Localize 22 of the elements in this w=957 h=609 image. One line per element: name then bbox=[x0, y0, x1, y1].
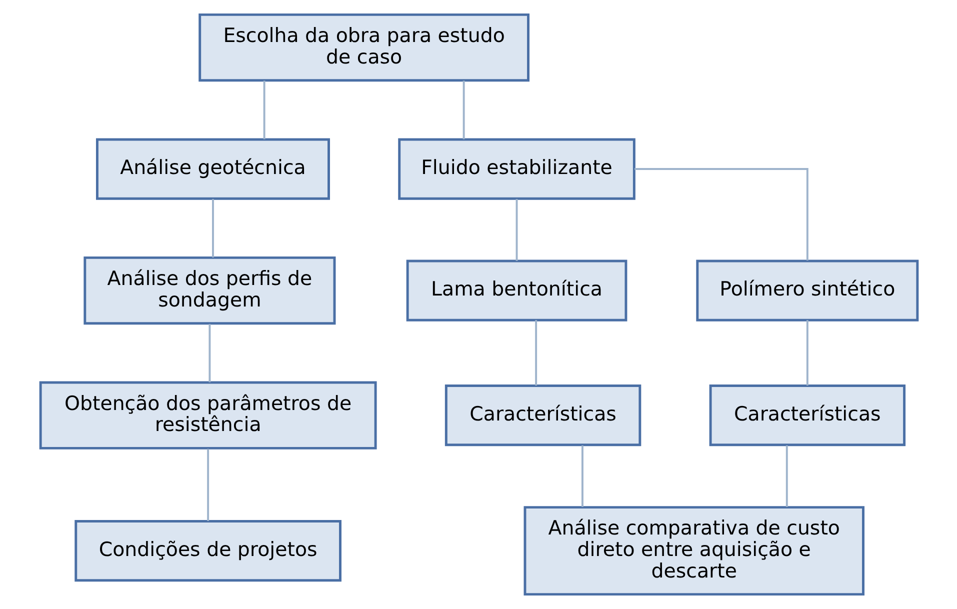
node-box: Análise geotécnica bbox=[95, 138, 330, 200]
connector bbox=[462, 80, 464, 140]
node-box: Obtenção dos parâmetros de resistência bbox=[38, 381, 376, 450]
connector bbox=[262, 80, 265, 140]
connector bbox=[534, 320, 537, 386]
node-box: Características bbox=[444, 384, 641, 446]
node-box: Análise comparativa de custo direto entre aquisição e descarte bbox=[523, 506, 864, 596]
connector bbox=[785, 445, 788, 507]
node-box: Polímero sintético bbox=[696, 260, 918, 322]
node-box: Condições de projetos bbox=[74, 520, 341, 582]
node-box: Características bbox=[708, 384, 906, 446]
node-box: Lama bentonítica bbox=[406, 260, 627, 322]
connector bbox=[580, 445, 583, 507]
connector bbox=[206, 448, 209, 521]
connector bbox=[634, 168, 808, 260]
node-box: Análise dos perfis de sondagem bbox=[83, 256, 336, 325]
connector bbox=[208, 324, 210, 382]
connector bbox=[515, 199, 518, 261]
node-box: Escolha da obra para estudo de caso bbox=[198, 13, 529, 82]
connector bbox=[806, 320, 808, 386]
node-box: Fluido estabilizante bbox=[398, 138, 635, 200]
connector bbox=[212, 199, 214, 258]
